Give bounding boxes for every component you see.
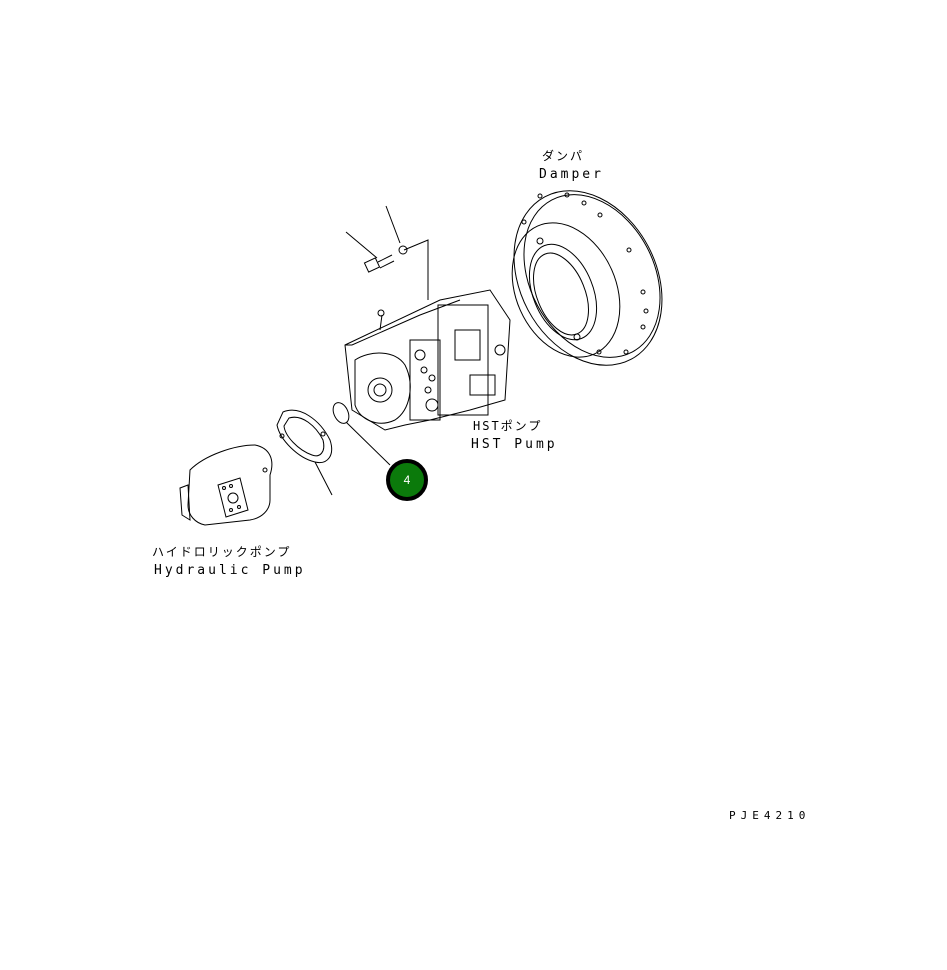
hst-pump-label-en: HST Pump (471, 437, 558, 452)
damper-part (511, 190, 663, 366)
gasket-part (276, 409, 333, 496)
drawing-code: PJE4210 (729, 809, 811, 822)
callout-number: 4 (403, 473, 411, 487)
hst-pump-part (344, 289, 511, 431)
damper-label-jp: ダンパ (542, 149, 585, 163)
hst-pump-label-jp: HSTポンプ (473, 419, 543, 433)
hydraulic-pump-label-en: Hydraulic Pump (154, 563, 306, 578)
hydraulic-pump-part (179, 444, 273, 526)
hydraulic-pump-label-jp: ハイドロリックポンプ (152, 545, 292, 559)
callout-4[interactable]: 4 (386, 459, 428, 501)
damper-label-en: Damper (539, 167, 604, 182)
bolt-washer (345, 205, 429, 300)
o-ring-part (332, 402, 391, 466)
